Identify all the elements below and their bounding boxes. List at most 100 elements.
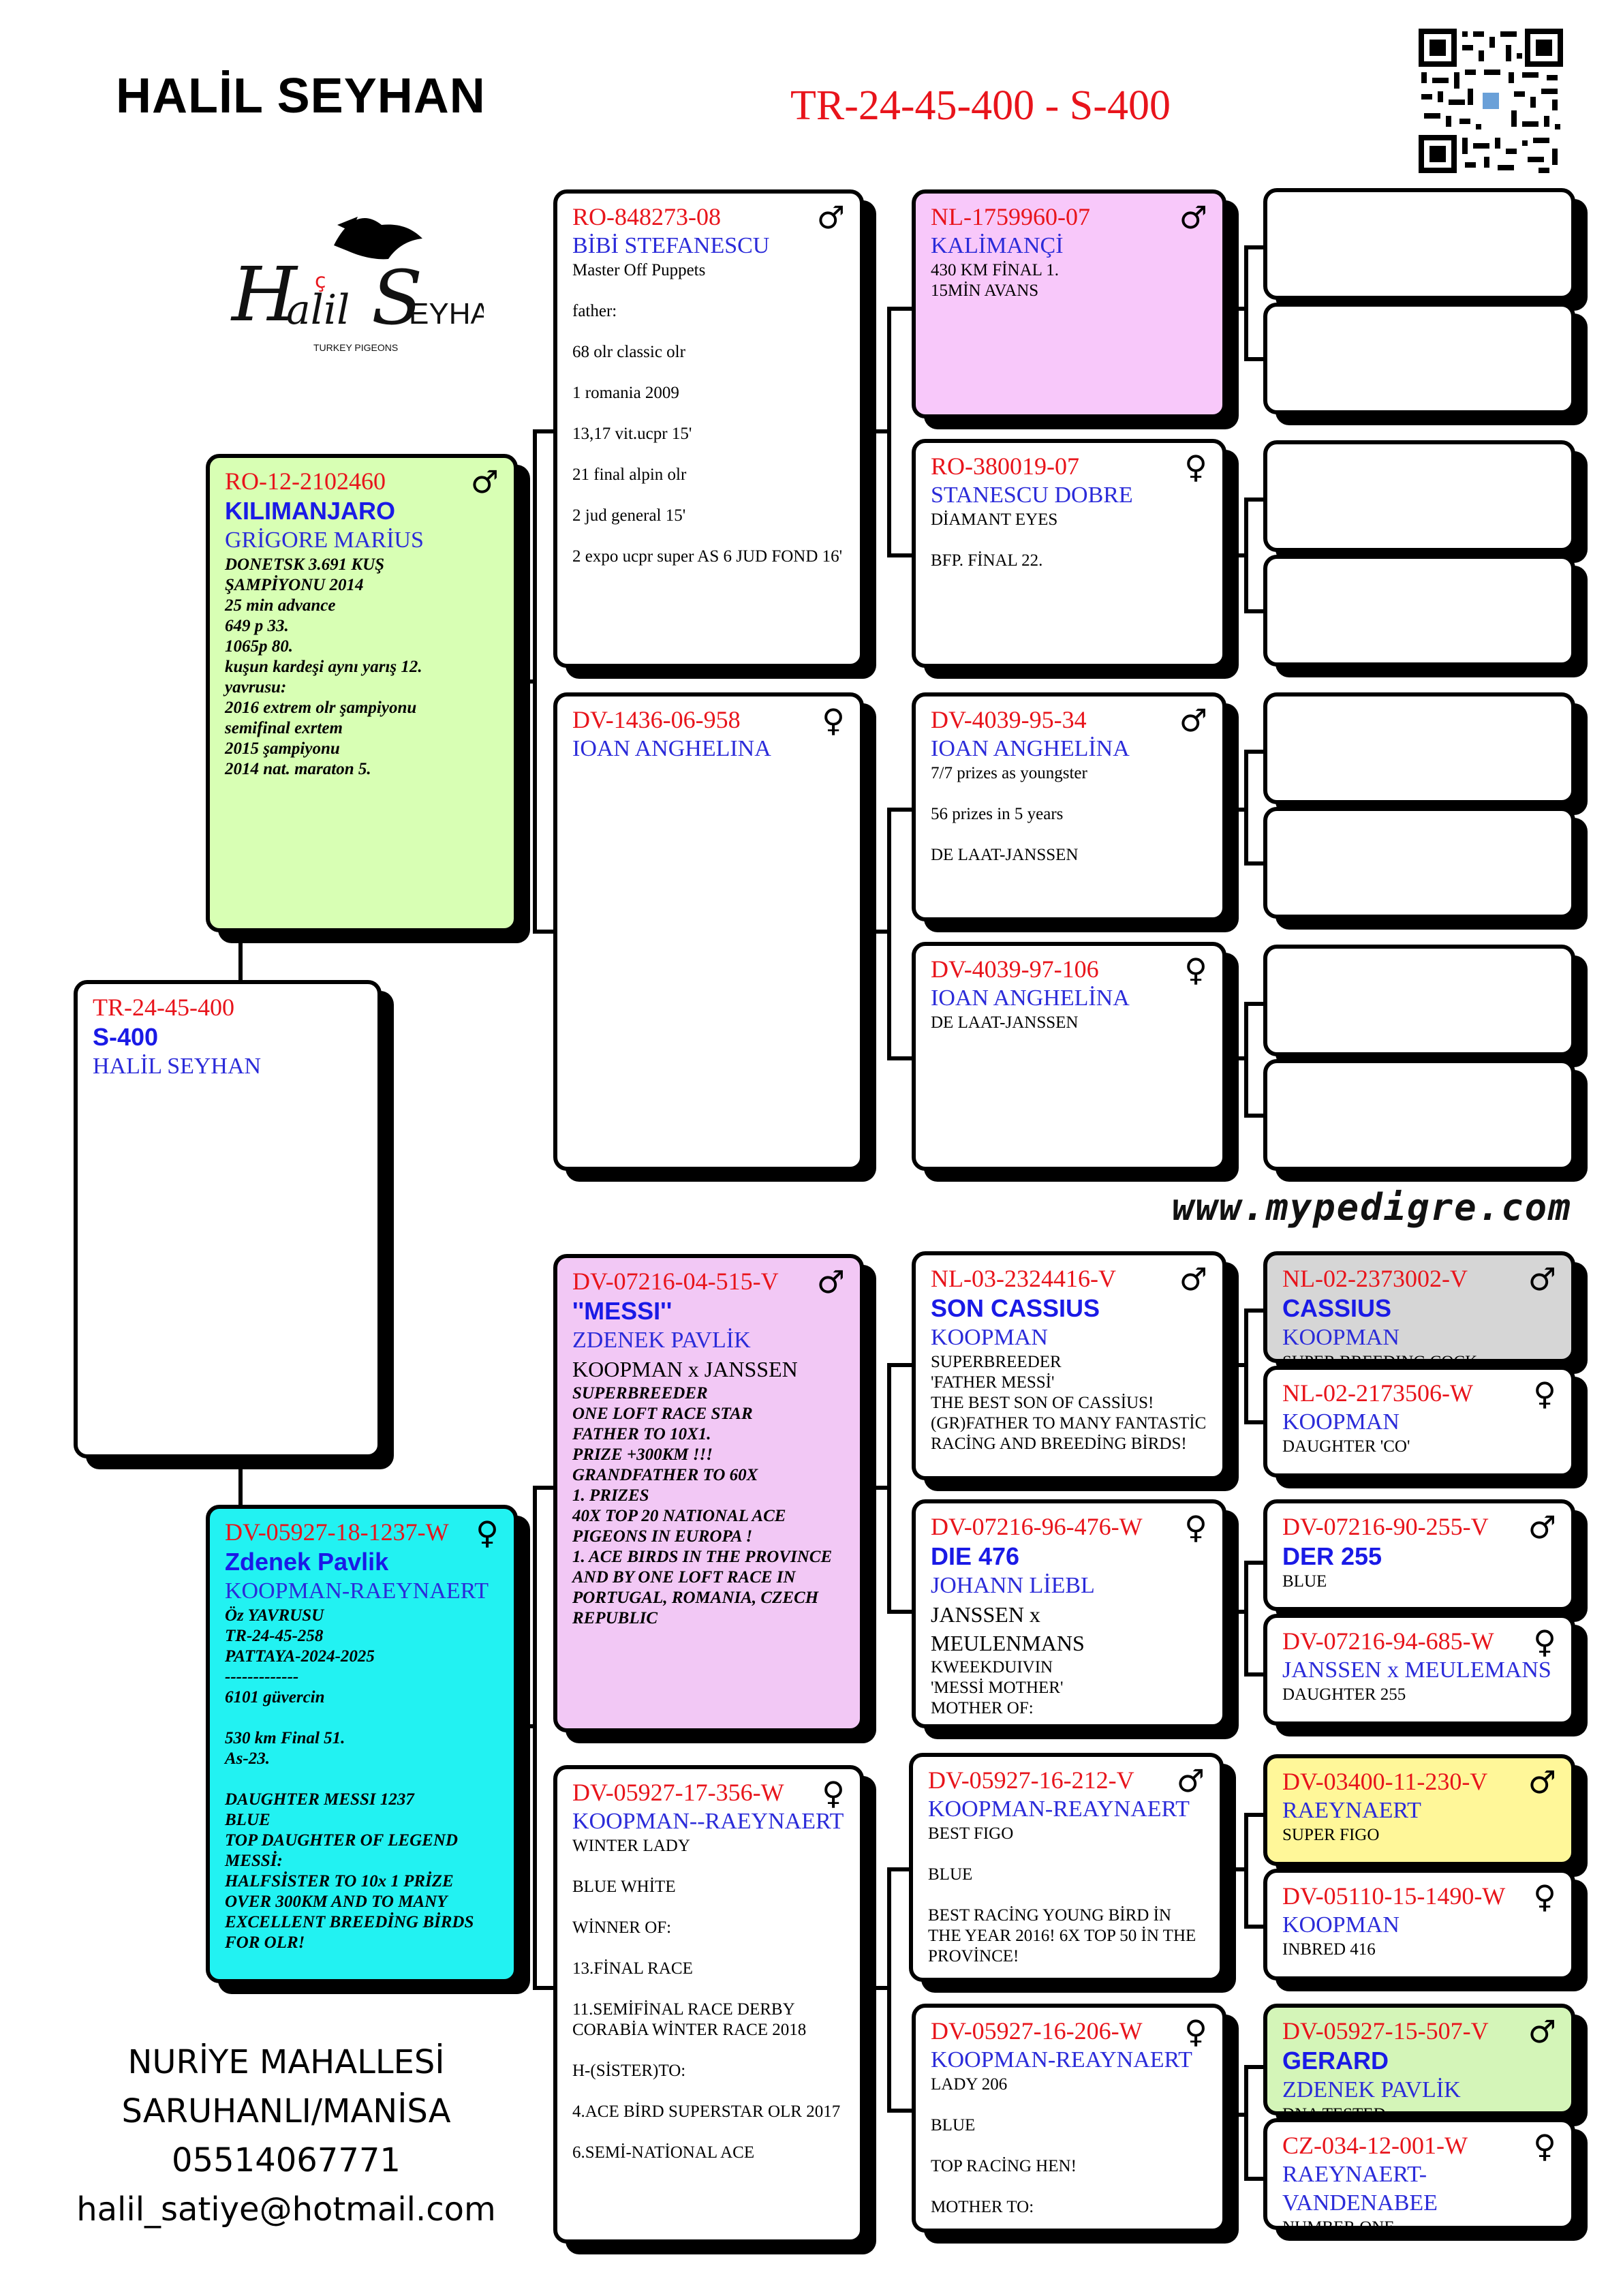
dsdd-card[interactable]: ♀ DV-07216-94-685-W JANSSEN x MEULEMANS … [1263, 1614, 1575, 1726]
male-icon: ♂ [1528, 1261, 1556, 1298]
email-address[interactable]: halil_satiye@hotmail.com [76, 2190, 496, 2229]
dddd-card[interactable]: ♀ CZ-034-12-001-W RAEYNAERT-VANDENABEE N… [1263, 2118, 1575, 2230]
gen4-empty-card[interactable] [1263, 1059, 1575, 1171]
breeder-name: KOOPMAN [1282, 1409, 1400, 1435]
pigeon-name: DIE 476 [931, 1542, 1020, 1570]
male-icon: ♂ [816, 199, 845, 236]
subject-pigeon-card[interactable]: TR-24-45-400 S-400 HALİL SEYHAN [74, 980, 382, 1458]
note-line: 2 jud general 15' [572, 506, 686, 525]
ring-number: DV-05927-16-212-V [928, 1766, 1134, 1794]
dam-dam-card[interactable]: ♀ DV-05927-17-356-W KOOPMAN--RAEYNAERT W… [553, 1765, 864, 2244]
connector [1244, 1561, 1248, 1677]
connector [1244, 2065, 1263, 2069]
ddss-card[interactable]: ♂ DV-03400-11-230-V RAEYNAERT SUPER FIGO [1263, 1754, 1575, 1866]
pedigree-notes: KWEEKDUIVIN 'MESSİ MOTHER' MOTHER OF: [931, 1658, 1064, 1717]
ddd-card[interactable]: ♀ DV-05927-16-206-W KOOPMAN-REAYNAERT LA… [912, 2004, 1226, 2233]
note-line: 15MİN AVANS [931, 281, 1039, 300]
qr-code-icon[interactable] [1419, 29, 1563, 173]
breeder-name: KOOPMAN [1282, 1325, 1400, 1350]
connector [864, 1486, 888, 1490]
website-link[interactable]: www.mypedigre.com [1172, 1186, 1572, 1229]
sire-sire-card[interactable]: ♂ RO-848273-08 BİBİ STEFANESCU Master Of… [553, 189, 864, 668]
connector [864, 930, 888, 934]
connector [1244, 357, 1263, 361]
svg-text:S: S [371, 254, 422, 341]
note-line: 2 expo ucpr super AS 6 JUD FOND 16' [572, 547, 843, 566]
sdd-card[interactable]: ♀ DV-4039-97-106 IOAN ANGHELİNA DE LAAT-… [912, 942, 1226, 1171]
gen4-empty-card[interactable] [1263, 303, 1575, 414]
note-line: BLUE [1282, 1572, 1327, 1591]
gen4-empty-card[interactable] [1263, 692, 1575, 804]
halil-seyhan-logo: H alil S EYHAN ç TURKEY PIGEONS [218, 211, 512, 368]
connector [533, 429, 553, 433]
female-icon: ♀ [1533, 1878, 1556, 1915]
female-icon: ♀ [1533, 1623, 1556, 1660]
note-line: BFP. FİNAL 22. [931, 551, 1043, 570]
breeder-name: HALİL SEYHAN [93, 1054, 262, 1079]
sire-card[interactable]: ♂ RO-12-2102460 KILIMANJARO GRİGORE MARİ… [206, 454, 518, 932]
connector [1244, 245, 1263, 249]
note-line: 7/7 prizes as youngster [931, 764, 1087, 782]
dam-card[interactable]: ♀ DV-05927-18-1237-W Zdenek Pavlik KOOPM… [206, 1505, 518, 1983]
ssd-card[interactable]: ♀ RO-380019-07 STANESCU DOBRE DİAMANT EY… [912, 439, 1226, 668]
breeder-name: ZDENEK PAVLİK [1282, 2077, 1461, 2102]
note-line: INBRED 416 [1282, 1940, 1376, 1959]
ddsd-card[interactable]: ♀ DV-05110-15-1490-W KOOPMAN INBRED 416 [1263, 1869, 1575, 1980]
note-line: 13.FİNAL RACE [572, 1959, 693, 1978]
breeder-name: ZDENEK PAVLİK [572, 1328, 751, 1353]
dds-card[interactable]: ♂ DV-05927-16-212-V KOOPMAN-REAYNAERT BE… [909, 1753, 1224, 1982]
pigeon-name: SON CASSIUS [931, 1294, 1100, 1322]
male-icon: ♂ [1179, 1261, 1207, 1298]
sds-card[interactable]: ♂ DV-4039-95-34 IOAN ANGHELİNA 7/7 prize… [912, 692, 1226, 921]
note-line: 21 final alpin olr [572, 465, 687, 484]
breeder-name: STANESCU DOBRE [931, 483, 1133, 508]
note-line: 6.SEMİ-NATİONAL ACE [572, 2143, 755, 2162]
phone-number[interactable]: 05514067771 [172, 2141, 401, 2179]
breeder-name: KOOPMAN [931, 1325, 1048, 1350]
dsds-card[interactable]: ♂ DV-07216-90-255-V DER 255 BLUE [1263, 1499, 1575, 1611]
breeder-name: JOHANN LİEBL [931, 1573, 1095, 1598]
dsd-card[interactable]: ♀ DV-07216-96-476-W DIE 476 JOHANN LİEBL… [912, 1499, 1226, 1728]
connector [1244, 1420, 1263, 1424]
female-icon: ♀ [1184, 2013, 1207, 2050]
dam-sire-card[interactable]: ♂ DV-07216-04-515-V ''MESSI'' ZDENEK PAV… [553, 1254, 864, 1732]
connector [1244, 1114, 1263, 1118]
note-line: BLUE [931, 2116, 976, 2134]
gen4-empty-card[interactable] [1263, 440, 1575, 552]
note-line: 56 prizes in 5 years [931, 805, 1064, 823]
connector [518, 679, 537, 684]
dsss-card[interactable]: ♂ NL-02-2373002-V CASSIUS KOOPMAN SUPER … [1263, 1251, 1575, 1363]
pedigree-notes: DONETSK 3.691 KUŞ ŞAMPİYONU 2014 25 min … [225, 555, 422, 778]
connector [1244, 245, 1248, 361]
gen4-empty-card[interactable] [1263, 945, 1575, 1056]
male-icon: ♂ [1179, 199, 1207, 236]
male-icon: ♂ [1179, 702, 1207, 739]
ring-number: DV-4039-97-106 [931, 955, 1099, 983]
ring-number: DV-05927-17-356-W [572, 1779, 784, 1806]
sss-card[interactable]: ♂ NL-1759960-07 KALİMANÇİ 430 KM FİNAL 1… [912, 189, 1226, 418]
breeder-name: KOOPMAN-RAEYNAERT [225, 1578, 489, 1604]
pigeon-name: ''MESSI'' [572, 1297, 673, 1325]
connector [887, 1363, 891, 1614]
breeder-name: IOAN ANGHELINA [572, 736, 771, 761]
gen4-empty-card[interactable] [1263, 555, 1575, 667]
note-line: 430 KM FİNAL 1. [931, 261, 1059, 279]
pigeon-name: S-400 [93, 1023, 159, 1051]
gen4-empty-card[interactable] [1263, 807, 1575, 919]
note-line: father: [572, 302, 617, 320]
ring-number: DV-05110-15-1490-W [1282, 1882, 1506, 1910]
ring-number: DV-07216-04-515-V [572, 1268, 779, 1295]
connector [1244, 1813, 1263, 1817]
sire-dam-card[interactable]: ♀ DV-1436-06-958 IOAN ANGHELINA [553, 692, 864, 1171]
connector [887, 1056, 912, 1060]
ddds-card[interactable]: ♂ DV-05927-15-507-V GERARD ZDENEK PAVLİK… [1263, 2004, 1575, 2115]
svg-text:ç: ç [315, 269, 326, 293]
dss-card[interactable]: ♂ NL-03-2324416-V SON CASSIUS KOOPMAN SU… [912, 1251, 1226, 1480]
ring-number: RO-12-2102460 [225, 468, 386, 495]
address-line-1: NURİYE MAHALLESİ [127, 2043, 445, 2081]
male-icon: ♂ [1176, 1762, 1205, 1799]
breeder-name: IOAN ANGHELİNA [931, 985, 1130, 1011]
connector [1244, 498, 1263, 502]
dssd-card[interactable]: ♀ NL-02-2173506-W KOOPMAN DAUGHTER 'CO' [1263, 1366, 1575, 1478]
gen4-empty-card[interactable] [1263, 188, 1575, 300]
